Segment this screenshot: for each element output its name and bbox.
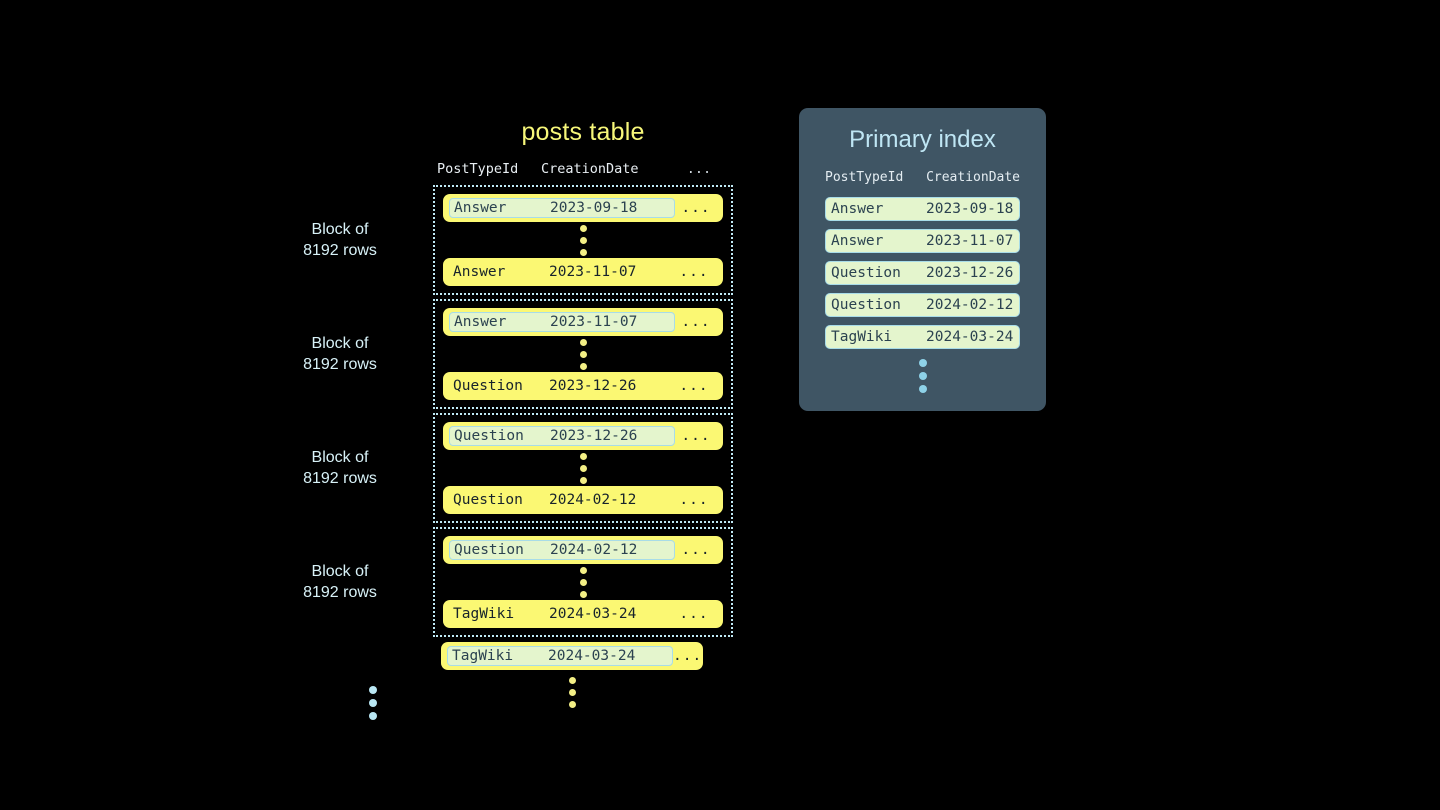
- row-cells: TagWiki 2024-03-24: [449, 606, 671, 622]
- posts-table-diagram: posts table PostTypeId CreationDate ... …: [303, 118, 733, 710]
- table-row: TagWiki 2024-03-24 ...: [443, 600, 723, 628]
- cell-creationdate: 2024-02-12: [926, 297, 1014, 313]
- block-label-line2: 8192 rows: [303, 470, 377, 487]
- block-label-line1: Block of: [311, 220, 369, 238]
- cell-posttypeid: Answer: [831, 233, 884, 249]
- index-row: TagWiki 2024-03-24: [825, 325, 1020, 349]
- cell-creationdate: 2023-12-26: [549, 378, 637, 394]
- row-key-box: Question 2023-12-26: [449, 426, 675, 446]
- column-header-more: ...: [686, 161, 712, 177]
- row-gap-dots: [443, 450, 723, 486]
- cell-posttypeid: TagWiki: [453, 606, 515, 622]
- index-column-header-posttypeid: PostTypeId: [825, 170, 904, 185]
- table-block: Block of 8192 rows Answer 2023-11-07 ...…: [303, 299, 733, 409]
- cell-creationdate: 2023-09-18: [550, 200, 638, 216]
- block-label-line2: 8192 rows: [303, 584, 377, 601]
- cell-creationdate: 2023-11-07: [926, 233, 1014, 249]
- cell-posttypeid: Answer: [831, 201, 884, 217]
- blocks-continuation-dots: [369, 686, 377, 720]
- cell-more: ...: [681, 200, 711, 216]
- cell-posttypeid: Question: [454, 542, 524, 558]
- row-gap-dots: [443, 564, 723, 600]
- table-row: Question 2024-02-12 ...: [443, 486, 723, 514]
- block-label-line1: Block of: [311, 562, 369, 580]
- table-row: Answer 2023-11-07 ...: [443, 258, 723, 286]
- row-cells: Question 2023-12-26: [449, 378, 671, 394]
- row-gap-dots: [443, 222, 723, 258]
- cell-posttypeid: Question: [454, 428, 524, 444]
- index-continuation-dots: [799, 359, 1046, 393]
- table-row: Question 2023-12-26 ...: [443, 372, 723, 400]
- cell-posttypeid: Question: [453, 378, 523, 394]
- cell-creationdate: 2024-03-24: [548, 648, 636, 664]
- cell-posttypeid: Question: [831, 297, 901, 313]
- table-row: Question 2024-02-12 ...: [443, 536, 723, 564]
- primary-index-panel: Primary index PostTypeId CreationDate An…: [799, 108, 1046, 411]
- index-row: Answer 2023-09-18: [825, 197, 1020, 221]
- cell-creationdate: 2024-03-24: [549, 606, 637, 622]
- page-title: posts table: [521, 118, 645, 146]
- cell-more: ...: [679, 492, 709, 508]
- cell-more: ...: [679, 264, 709, 280]
- column-header-posttypeid: PostTypeId: [437, 161, 519, 177]
- cell-more: ...: [679, 606, 709, 622]
- block-label-line1: Block of: [311, 448, 369, 466]
- cell-creationdate: 2023-09-18: [926, 201, 1014, 217]
- index-row: Question 2023-12-26: [825, 261, 1020, 285]
- cell-posttypeid: TagWiki: [452, 648, 514, 664]
- table-row: Answer 2023-09-18 ...: [443, 194, 723, 222]
- cell-more: ...: [679, 378, 709, 394]
- primary-index-title: Primary index: [849, 126, 996, 153]
- table-row: Answer 2023-11-07 ...: [443, 308, 723, 336]
- index-column-headers: PostTypeId CreationDate: [799, 170, 1046, 185]
- cell-creationdate: 2023-12-26: [550, 428, 638, 444]
- column-header-creationdate: CreationDate: [541, 161, 639, 177]
- table-block: Block of 8192 rows Question 2024-02-12 .…: [303, 527, 733, 637]
- cell-posttypeid: Answer: [454, 200, 507, 216]
- cell-more: ...: [681, 428, 711, 444]
- block-label: Block of 8192 rows: [265, 219, 415, 261]
- row-cells: Answer 2023-11-07: [449, 264, 671, 280]
- cell-more: ...: [681, 314, 711, 330]
- cell-creationdate: 2023-12-26: [926, 265, 1014, 281]
- cell-posttypeid: Answer: [454, 314, 507, 330]
- cell-creationdate: 2024-02-12: [550, 542, 638, 558]
- table-row: TagWiki 2024-03-24 ...: [441, 642, 703, 670]
- cell-creationdate: 2023-11-07: [549, 264, 637, 280]
- row-key-box: TagWiki 2024-03-24: [447, 646, 673, 666]
- table-row: Question 2023-12-26 ...: [443, 422, 723, 450]
- table-block: Block of 8192 rows Question 2023-12-26 .…: [303, 413, 733, 523]
- cell-creationdate: 2024-02-12: [549, 492, 637, 508]
- row-key-box: Answer 2023-11-07: [449, 312, 675, 332]
- cell-more: ...: [681, 542, 711, 558]
- cell-more: ...: [673, 648, 703, 664]
- row-key-box: Question 2024-02-12: [449, 540, 675, 560]
- cell-posttypeid: Question: [453, 492, 523, 508]
- block-label: Block of 8192 rows: [265, 561, 415, 603]
- index-row: Question 2024-02-12: [825, 293, 1020, 317]
- table-block: Block of 8192 rows Answer 2023-09-18 ...…: [303, 185, 733, 295]
- block-label: Block of 8192 rows: [265, 333, 415, 375]
- index-row: Answer 2023-11-07: [825, 229, 1020, 253]
- cell-creationdate: 2024-03-24: [926, 329, 1014, 345]
- row-gap-dots: [443, 336, 723, 372]
- block-label-line2: 8192 rows: [303, 356, 377, 373]
- block-label-line1: Block of: [311, 334, 369, 352]
- block-label: Block of 8192 rows: [265, 447, 415, 489]
- cell-posttypeid: TagWiki: [831, 329, 893, 345]
- cell-posttypeid: Question: [831, 265, 901, 281]
- index-column-header-creationdate: CreationDate: [926, 170, 1020, 185]
- block-label-line2: 8192 rows: [303, 242, 377, 259]
- row-key-box: Answer 2023-09-18: [449, 198, 675, 218]
- column-headers: PostTypeId CreationDate ...: [433, 161, 733, 177]
- cell-posttypeid: Answer: [453, 264, 506, 280]
- row-cells: Question 2024-02-12: [449, 492, 671, 508]
- table-continuation-dots: [441, 674, 703, 710]
- cell-creationdate: 2023-11-07: [550, 314, 638, 330]
